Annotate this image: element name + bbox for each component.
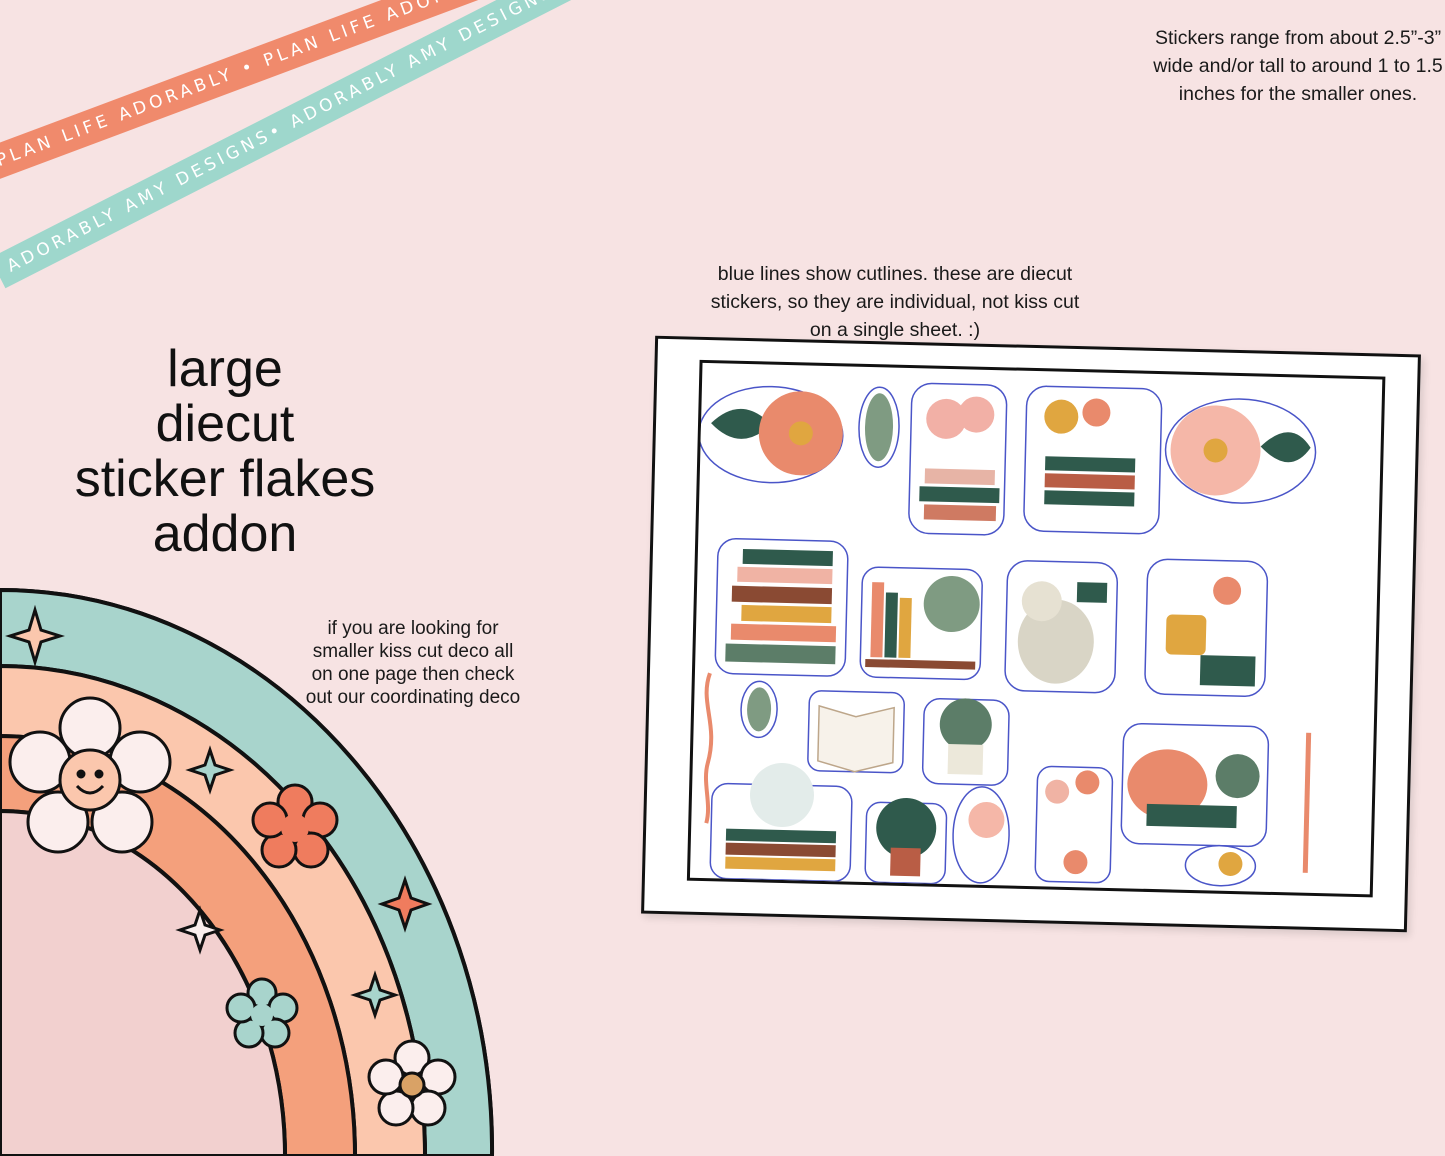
sparkle-icon [5,604,65,668]
white-flower-icon [367,1039,457,1127]
smiley-flower-icon [8,696,172,854]
product-title: large diecut sticker flakes addon [30,342,420,562]
coffee-mug-flowers-book-sticker [1144,558,1269,697]
cutline-note: blue lines show cutlines. these are diec… [710,263,1080,341]
flowers-books-wreath-sticker [1023,385,1163,535]
teal-flower-icon [225,977,299,1049]
flower-vase-books-sticker [908,382,1008,536]
ribbon-bookmark-sticker [703,672,714,824]
potted-plant-sticker [921,698,1010,786]
pink-flower-leaves-sticker [698,385,844,484]
small-flower-sticker [1184,844,1257,887]
title-line: large [167,340,283,398]
cat-with-books-sticker [1120,722,1270,848]
bookshelf-plant-sticker [859,566,983,681]
sticker-size-note: Stickers range from about 2.5”-3” wide a… [1153,27,1443,105]
coral-flower-icon [251,783,339,869]
sparkle-icon [175,905,225,955]
fishbowl-books-sticker [709,762,853,883]
sparkle-icon [185,745,235,795]
rainbow-illustration [0,587,495,1156]
book-stack-mystery-fiction-sticker [714,538,849,677]
kiss-cut-note: if you are looking for smaller kiss cut … [305,618,521,708]
pink-flower-leaves-sticker [1164,398,1317,504]
large-potted-plant-sticker [864,798,948,885]
sparkle-icon [377,875,433,933]
title-line: diecut [155,395,295,453]
title-line: sticker flakes [74,450,376,508]
flower-sprigs-sticker [1034,765,1114,884]
sticker-artwork [698,382,1317,887]
pink-flower-stem-sticker [952,786,1010,884]
single-leaf-sticker [858,386,900,468]
small-leaf-sticker [740,680,778,739]
dog-with-books-sticker [1004,560,1119,694]
sparkle-icon [350,970,400,1020]
ribbon-bookmark-tassel-sticker [1302,732,1312,873]
title-line: addon [152,505,298,563]
sticker-sheet-inner-frame [686,359,1386,898]
sticker-sheet-mockup [641,335,1421,933]
open-book-sticker [807,690,905,774]
